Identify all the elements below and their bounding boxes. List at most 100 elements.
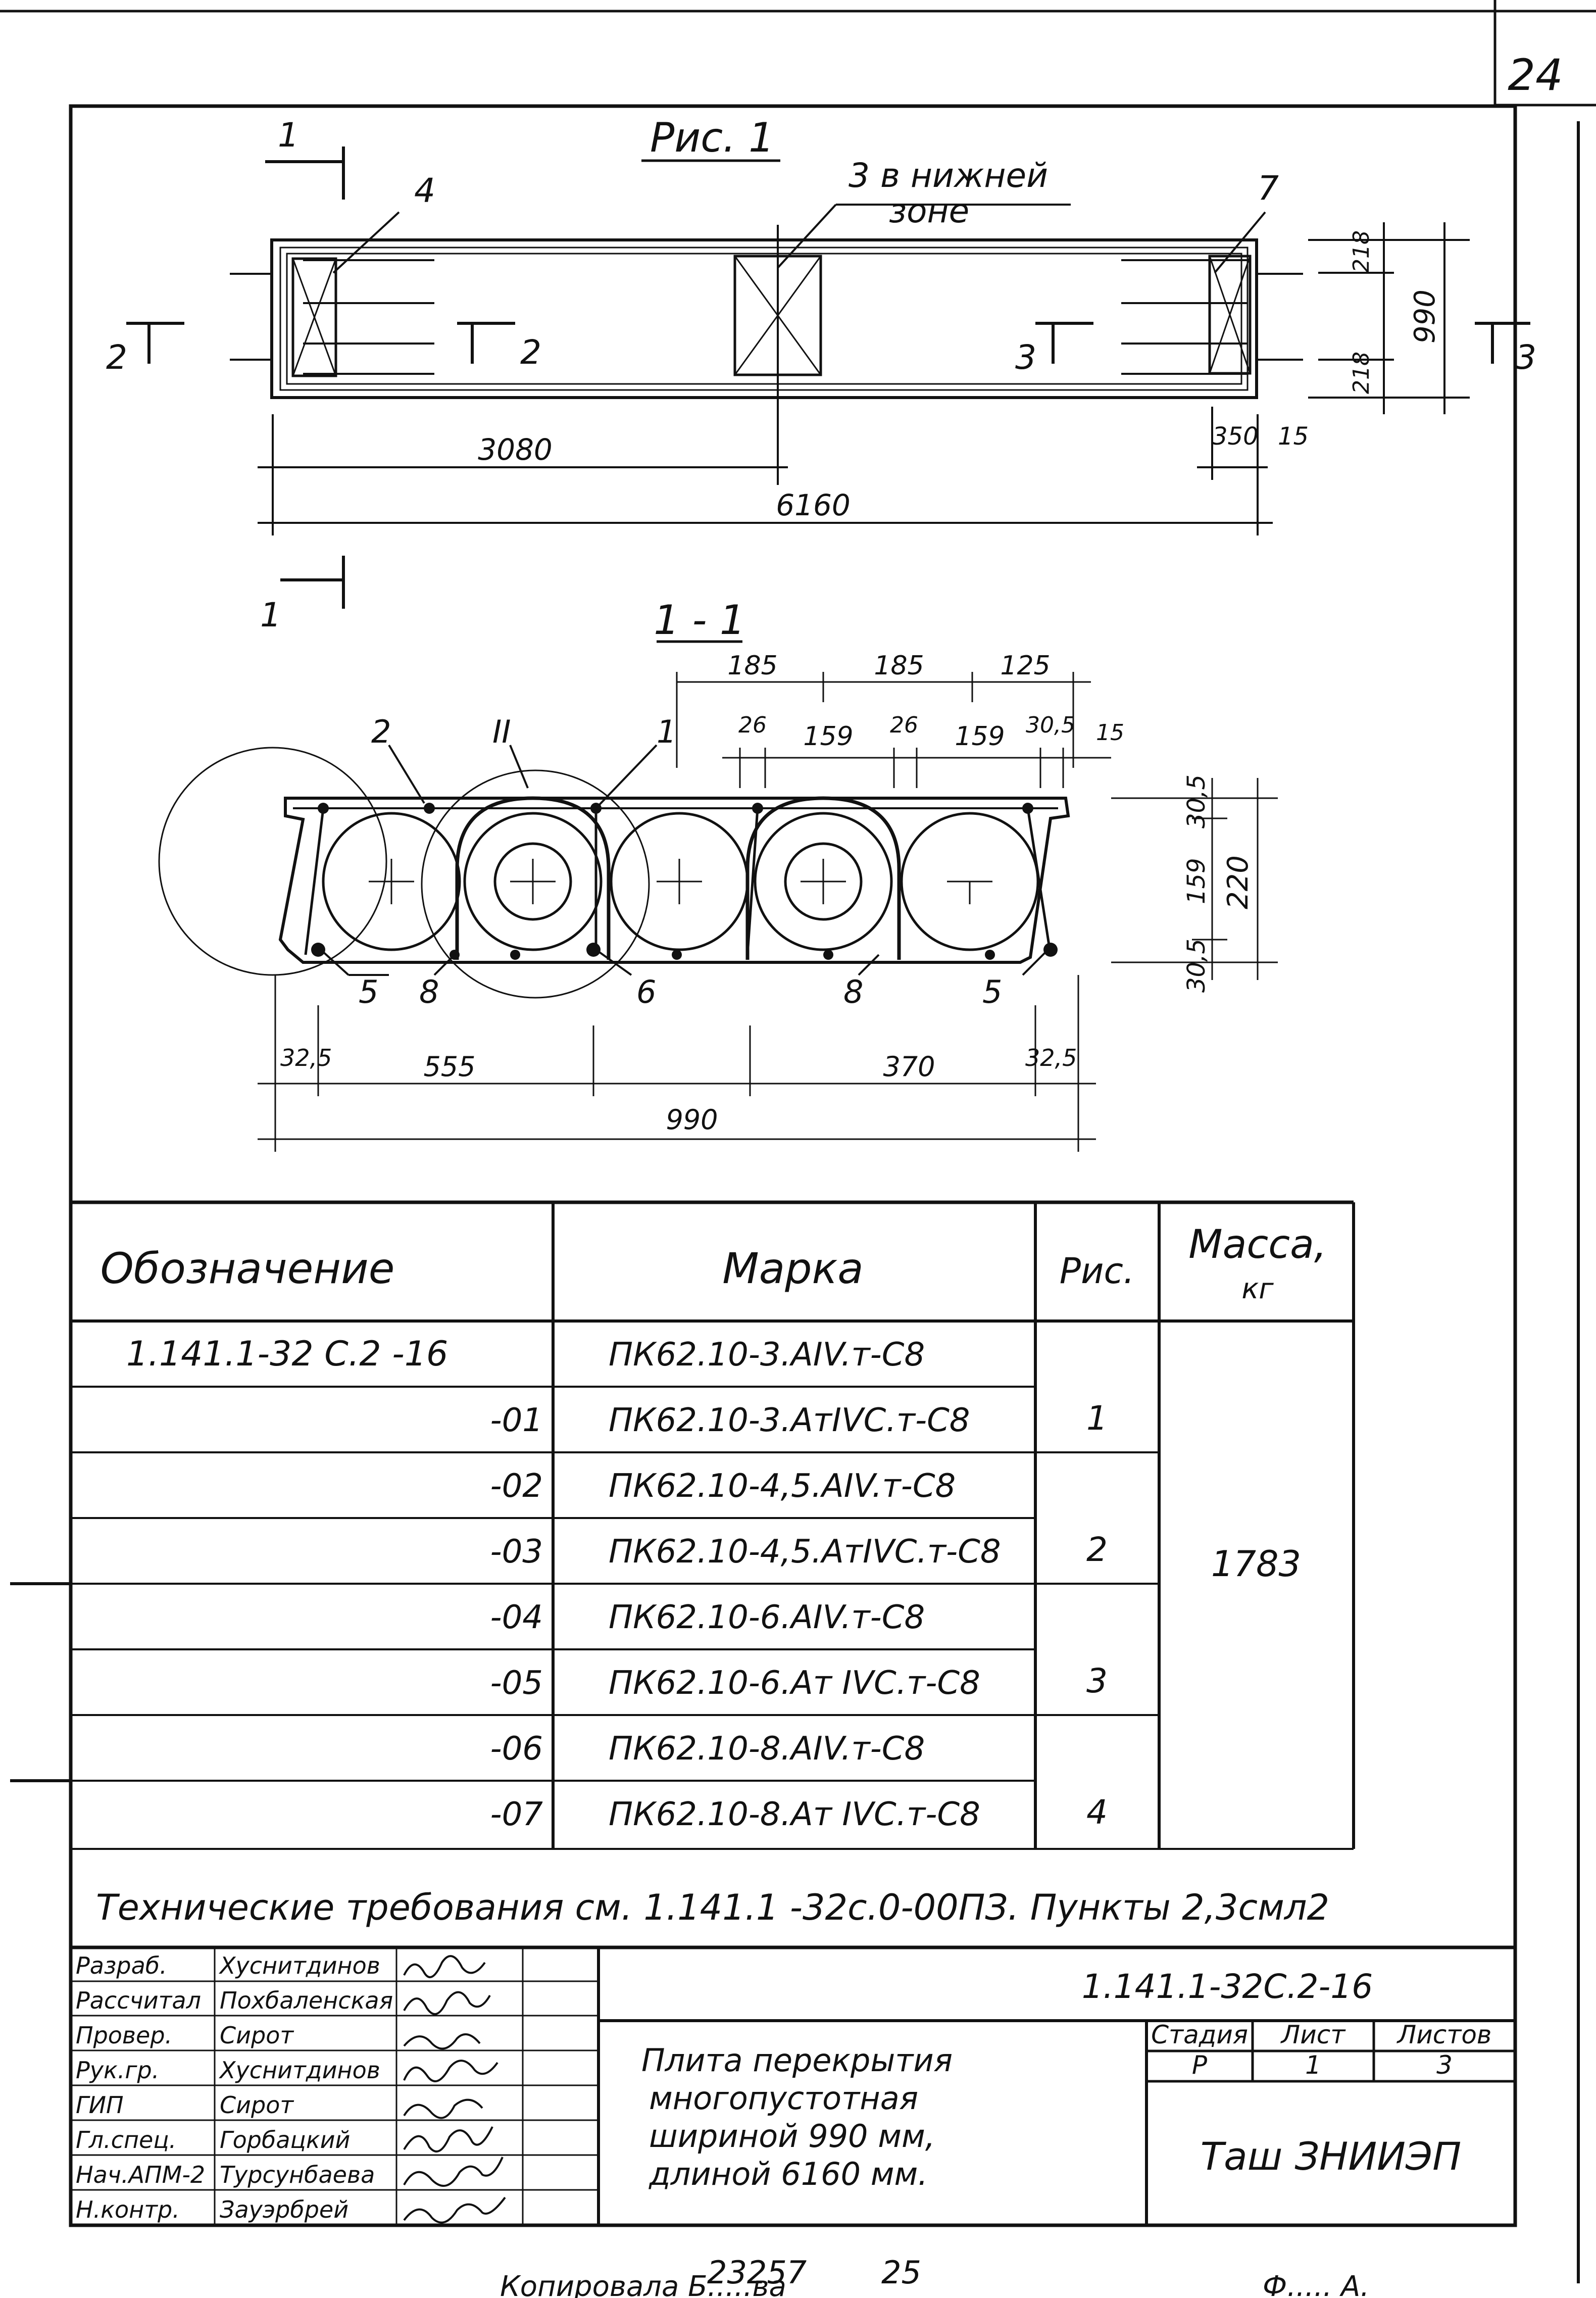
dim-159-b: 159 bbox=[955, 721, 1005, 752]
stage-value: Р bbox=[1192, 2050, 1208, 2080]
desc-line-2: многопустотная bbox=[649, 2080, 918, 2117]
section-title: 1 - 1 bbox=[654, 597, 745, 644]
dim-26-a: 26 bbox=[738, 712, 767, 738]
drawing-frame bbox=[69, 104, 1517, 2227]
dim-30-5-right-top: 30,5 bbox=[1182, 774, 1211, 828]
role-name: Горбацкий bbox=[220, 2126, 350, 2154]
dim-15-top: 15 bbox=[1096, 720, 1124, 746]
dim-370: 370 bbox=[883, 1051, 935, 1083]
detail-circle-left bbox=[158, 747, 387, 976]
dim-220: 220 bbox=[1222, 855, 1255, 909]
callout-3-lower-zone: 3 в нижней bbox=[849, 156, 1048, 195]
header-mass-unit: кг bbox=[1241, 1273, 1274, 1305]
spec-table: Обозначение Марка Рис. Масса, кг 1.141.1… bbox=[10, 1200, 1355, 1850]
dim-350: 350 bbox=[1212, 422, 1259, 451]
dim-26-b: 26 bbox=[890, 712, 918, 738]
row-mark: ПК62.10-4,5.АтIVС.т-С8 bbox=[609, 1533, 1001, 1571]
insert-left bbox=[291, 257, 337, 377]
role-label: Провер. bbox=[76, 2022, 172, 2049]
sheets-value: 3 bbox=[1436, 2050, 1453, 2080]
fig-1: 1 bbox=[1086, 1399, 1108, 1438]
footer-text-left: Копировала Б.....ва bbox=[500, 2270, 786, 2298]
role-name: Зауэрбрей bbox=[220, 2196, 348, 2223]
row-mark: ПК62.10-8.АIV.т-С8 bbox=[609, 1730, 925, 1768]
row-mark: ПК62.10-3.АIV.т-С8 bbox=[609, 1336, 925, 1374]
role-name: Турсунбаева bbox=[220, 2161, 375, 2188]
callout-detail-ii: II bbox=[492, 713, 511, 750]
callout-section-3-left: 3 bbox=[1015, 338, 1036, 377]
row-mark: ПК62.10-3.АтIVС.т-С8 bbox=[609, 1402, 970, 1439]
stage-label: Стадия bbox=[1151, 2020, 1248, 2049]
header-mass: Масса, bbox=[1188, 1222, 1326, 1267]
callout-section-1-top: 1 bbox=[278, 116, 299, 155]
dim-990: 990 bbox=[1409, 289, 1441, 344]
row-mark: ПК62.10-6.АIV.т-С8 bbox=[609, 1599, 925, 1636]
dim-30-5-top: 30,5 bbox=[1026, 712, 1075, 738]
dim-555: 555 bbox=[423, 1051, 475, 1083]
signatures bbox=[403, 1955, 506, 2224]
desc-line-4: длиной 6160 мм. bbox=[649, 2156, 928, 2192]
footer-text-right: Ф..... А. bbox=[1263, 2270, 1369, 2298]
role-label: Рассчитал bbox=[76, 1987, 201, 2014]
callout-5-left: 5 bbox=[359, 973, 378, 1010]
dim-159-right: 159 bbox=[1182, 858, 1211, 904]
dim-125: 125 bbox=[1000, 651, 1050, 681]
header-fig: Рис. bbox=[1060, 1250, 1134, 1292]
detail-circle-ii bbox=[421, 769, 650, 999]
row-mark: ПК62.10-6.Ат IVС.т-С8 bbox=[609, 1665, 980, 1702]
slab-plan-outline bbox=[270, 238, 1258, 399]
tech-requirements: Технические требования см. 1.141.1 -32с.… bbox=[96, 1887, 1329, 1928]
callout-5-right: 5 bbox=[982, 973, 1002, 1010]
mass-value: 1783 bbox=[1211, 1543, 1301, 1585]
row-designation: 1.141.1-32 С.2 -16 bbox=[126, 1334, 448, 1374]
fig-3: 3 bbox=[1086, 1661, 1108, 1700]
role-name: Хуснитдинов bbox=[219, 2057, 380, 2084]
footer-number-2: 25 bbox=[881, 2254, 921, 2291]
sheet-label: Лист bbox=[1280, 2020, 1346, 2049]
role-name: Хуснитдинов bbox=[219, 1952, 380, 1979]
row-designation: -06 bbox=[490, 1730, 543, 1768]
role-name: Сирот bbox=[220, 2091, 294, 2119]
organization: Таш ЗНИИЭП bbox=[1201, 2134, 1462, 2179]
role-label: Н.контр. bbox=[76, 2196, 180, 2223]
callout-section-3-right: 3 bbox=[1515, 338, 1536, 377]
dim-159-a: 159 bbox=[803, 721, 853, 752]
sheet-value: 1 bbox=[1305, 2050, 1321, 2080]
callout-section-2-right: 2 bbox=[520, 333, 541, 372]
role-name: Похбаленская bbox=[220, 1987, 393, 2014]
desc-line-1: Плита перекрытия bbox=[641, 2042, 953, 2079]
role-label: Нач.АПМ-2 bbox=[76, 2161, 205, 2188]
callout-6: 6 bbox=[636, 973, 656, 1010]
role-label: ГИП bbox=[76, 2091, 124, 2119]
callout-section-2-left: 2 bbox=[106, 338, 127, 377]
callout-8-left: 8 bbox=[419, 973, 439, 1010]
role-label: Рук.гр. bbox=[76, 2057, 159, 2084]
figure-1: Рис. 1 bbox=[106, 114, 1536, 634]
dim-32-5-left: 32,5 bbox=[280, 1044, 332, 1071]
callout-1: 1 bbox=[657, 713, 676, 750]
callout-2: 2 bbox=[371, 713, 391, 750]
row-designation: -01 bbox=[490, 1402, 543, 1439]
sheets-label: Листов bbox=[1396, 2020, 1492, 2049]
callout-zone: зоне bbox=[889, 191, 969, 230]
row-designation: -07 bbox=[490, 1796, 543, 1833]
header-designation: Обозначение bbox=[101, 1244, 395, 1293]
callout-7: 7 bbox=[1258, 169, 1279, 208]
role-label: Разраб. bbox=[76, 1952, 167, 1979]
dim-30-5-right-bottom: 30,5 bbox=[1182, 939, 1211, 993]
dim-6160: 6160 bbox=[776, 488, 851, 522]
fig-2: 2 bbox=[1086, 1530, 1108, 1569]
callout-8-right: 8 bbox=[843, 973, 863, 1010]
page-number: 24 bbox=[1508, 50, 1563, 101]
row-designation: -02 bbox=[490, 1468, 543, 1505]
row-mark: ПК62.10-4,5.АIV.т-С8 bbox=[609, 1468, 956, 1505]
dim-185-b: 185 bbox=[874, 651, 924, 681]
dim-990-bottom: 990 bbox=[666, 1104, 718, 1136]
desc-line-3: шириной 990 мм, bbox=[649, 2118, 935, 2155]
slab-cross-section bbox=[278, 797, 1070, 964]
role-label: Гл.спец. bbox=[76, 2126, 176, 2154]
callout-section-1-bottom: 1 bbox=[260, 596, 281, 634]
role-name: Сирот bbox=[220, 2022, 294, 2049]
